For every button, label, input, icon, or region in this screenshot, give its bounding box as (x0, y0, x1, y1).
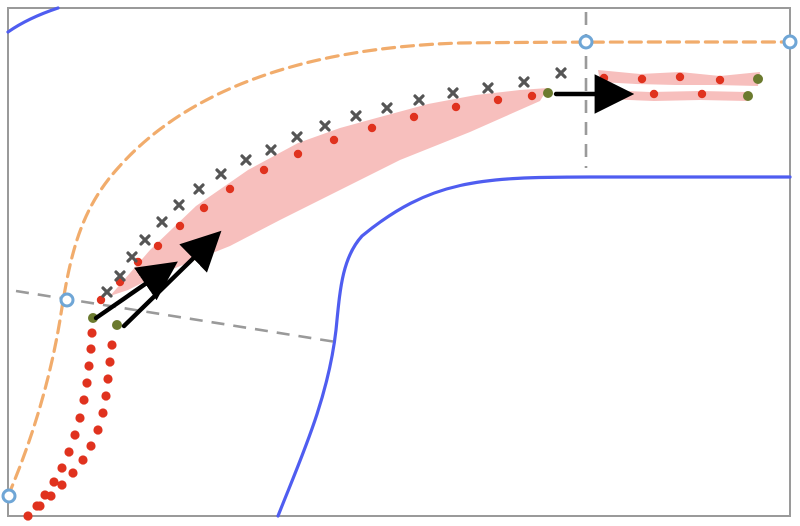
cross-marker-3 (126, 251, 138, 263)
cross-marker-1 (101, 286, 113, 298)
reference-node-4 (1, 488, 17, 504)
endpoint-dot-band-top (753, 74, 763, 84)
trajectory-dot-right-2 (105, 357, 115, 367)
trajectory-dot-arc-6 (199, 203, 209, 213)
trajectory-dot-arc-14 (493, 95, 503, 105)
reference-line (6, 40, 792, 498)
trajectory-dot-arc-10 (329, 135, 339, 145)
sampled-cross-markers (101, 67, 567, 298)
endpoint-dot-start-left (88, 313, 98, 323)
cross-marker-4 (139, 234, 151, 246)
trajectory-dot-arc-12 (409, 112, 419, 122)
diagram-frame (7, 7, 791, 517)
trajectory-dot-left-3 (84, 361, 94, 371)
trajectory-dot-right-3 (103, 374, 113, 384)
cross-marker-15 (413, 94, 425, 106)
trajectory-dot-right-9 (68, 468, 78, 478)
trajectory-dot-arc-15 (527, 91, 537, 101)
cross-marker-19 (555, 67, 567, 79)
endpoint-dot-start-right (112, 320, 122, 330)
trajectory-dot-right-7 (86, 441, 96, 451)
reference-node-1 (59, 292, 75, 308)
trajectory-dot-arc-7 (225, 184, 235, 194)
cross-marker-12 (319, 120, 331, 132)
cross-marker-7 (193, 183, 205, 195)
cross-marker-5 (156, 216, 168, 228)
trajectory-dot-left-8 (64, 447, 74, 457)
trajectory-dot-left-2 (86, 344, 96, 354)
cross-marker-9 (240, 154, 252, 166)
trajectory-dot-right-4 (101, 391, 111, 401)
trajectory-dot-band-6 (649, 89, 659, 99)
trajectory-dot-arc-9 (293, 149, 303, 159)
cross-marker-17 (482, 82, 494, 94)
trajectory-dot-arc-11 (367, 123, 377, 133)
trajectory-dot-left-9 (57, 463, 67, 473)
heading-arrow-right (121, 230, 222, 329)
cross-marker-10 (265, 144, 277, 156)
trajectory-dot-left-1 (87, 328, 97, 338)
trajectory-dot-left-7 (70, 430, 80, 440)
trajectory-dot-right-1 (107, 340, 117, 350)
trajectory-dot-right-6 (93, 425, 103, 435)
cross-marker-11 (291, 131, 303, 143)
heading-arrow-left (93, 261, 178, 321)
trajectory-dot-left-10 (49, 477, 59, 487)
cross-marker-16 (447, 87, 459, 99)
trajectory-dot-right-12 (35, 501, 45, 511)
trajectory-dot-arc-13 (451, 102, 461, 112)
trajectory-dot-arc-8 (259, 165, 269, 175)
cross-marker-6 (173, 199, 185, 211)
trajectory-dot-arc-1 (96, 295, 106, 305)
trajectory-dot-right-8 (78, 455, 88, 465)
trajectory-dot-arc-4 (153, 241, 163, 251)
trajectory-dot-left-4 (82, 378, 92, 388)
trajectory-dot-left-5 (79, 395, 89, 405)
trajectory-dot-left-6 (75, 413, 85, 423)
cross-marker-18 (518, 76, 530, 88)
trajectory-dots-right-column (35, 340, 117, 511)
reference-node-3 (782, 34, 798, 50)
cross-marker-2 (114, 270, 126, 282)
shaded-target-band-lower (604, 90, 748, 101)
trajectory-dot-arc-5 (175, 221, 185, 231)
endpoint-dot-band-bottom (743, 91, 753, 101)
cross-marker-13 (350, 110, 362, 122)
outer-lane-boundary (6, 6, 60, 34)
cross-marker-8 (215, 168, 227, 180)
trajectory-dot-band-7 (697, 89, 707, 99)
endpoint-dot-arc-end (543, 88, 553, 98)
trajectory-dot-right-11 (46, 491, 56, 501)
trajectory-dot-left-13 (23, 511, 33, 521)
trajectory-dot-band-1 (599, 73, 609, 83)
trajectory-dot-band-3 (675, 72, 685, 82)
reference-node-2 (578, 34, 594, 50)
trajectory-dot-right-5 (98, 408, 108, 418)
cross-marker-14 (381, 102, 393, 114)
inner-lane-boundary (276, 175, 792, 518)
trajectory-dot-right-10 (57, 480, 67, 490)
trajectory-dot-band-2 (637, 74, 647, 84)
trajectory-dot-band-4 (715, 75, 725, 85)
